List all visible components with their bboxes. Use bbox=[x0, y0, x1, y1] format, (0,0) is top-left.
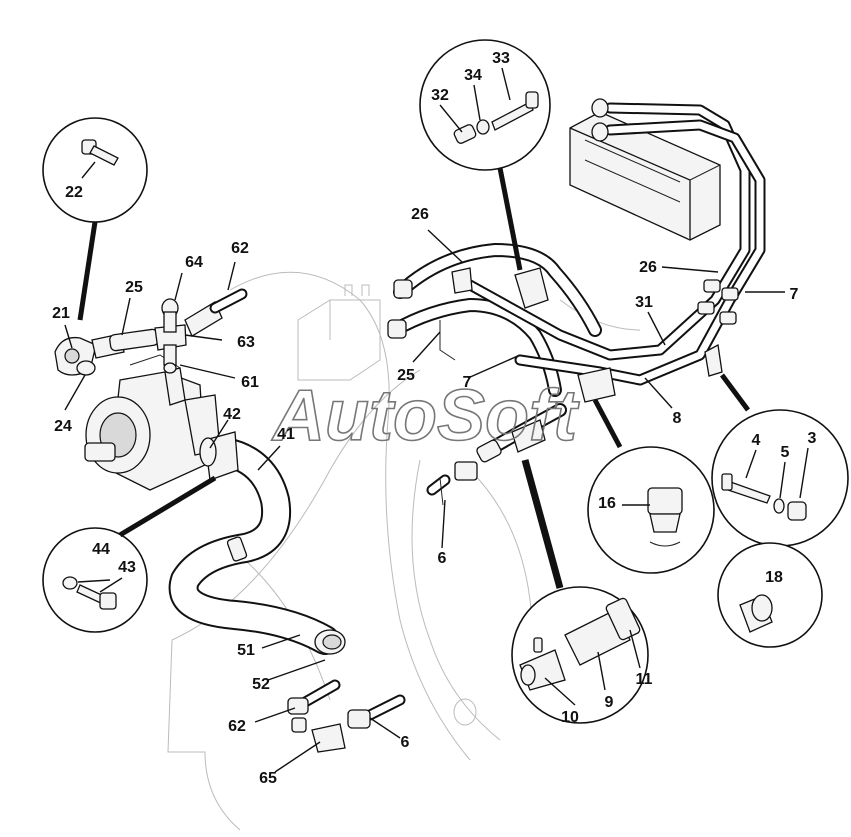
callout-10: 10 bbox=[561, 709, 579, 726]
callout-6-lower: 6 bbox=[401, 734, 410, 751]
control-valve-block bbox=[297, 284, 381, 381]
callout-7: 7 bbox=[463, 374, 472, 391]
callout-61: 61 bbox=[241, 374, 259, 391]
callout-32: 32 bbox=[431, 87, 449, 104]
callout-4: 4 bbox=[752, 432, 761, 449]
oil-cooler bbox=[569, 111, 721, 241]
callout-33: 33 bbox=[492, 50, 510, 67]
callout-63: 63 bbox=[237, 334, 255, 351]
callout-5: 5 bbox=[781, 444, 790, 461]
callout-25-center: 25 bbox=[397, 367, 415, 384]
callout-34: 34 bbox=[464, 67, 482, 84]
callout-42: 42 bbox=[223, 406, 241, 423]
callout-24: 24 bbox=[54, 418, 72, 435]
detail-bubble-18 bbox=[717, 542, 823, 648]
suction-hose bbox=[168, 431, 346, 655]
bottom-fittings bbox=[287, 679, 406, 753]
detail-bubble-16 bbox=[587, 398, 715, 574]
callout-44: 44 bbox=[92, 541, 110, 558]
callout-62-lower: 62 bbox=[228, 718, 246, 735]
callout-65: 65 bbox=[259, 770, 277, 787]
detail-bubble-32-33-34 bbox=[419, 39, 551, 271]
callout-21: 21 bbox=[52, 305, 70, 322]
callout-64: 64 bbox=[185, 254, 203, 271]
callout-8: 8 bbox=[673, 410, 682, 427]
callout-31: 31 bbox=[635, 294, 653, 311]
hose-bundle bbox=[387, 98, 766, 403]
callout-62: 62 bbox=[231, 240, 249, 257]
detail-bubble-3-4-5 bbox=[711, 373, 849, 547]
detail-bubble-43-44 bbox=[42, 475, 217, 633]
hydraulic-pump bbox=[84, 354, 221, 491]
detail-bubble-22 bbox=[42, 117, 148, 321]
callout-11: 11 bbox=[636, 671, 653, 688]
callout-26-right: 26 bbox=[639, 259, 657, 276]
leader-lines bbox=[64, 67, 809, 773]
callout-labels: 22 21 25 64 62 63 24 61 42 41 44 43 51 5… bbox=[52, 50, 816, 787]
callout-51: 51 bbox=[237, 642, 255, 659]
callout-22: 22 bbox=[65, 184, 83, 201]
callout-7-right: 7 bbox=[790, 286, 799, 303]
callout-9: 9 bbox=[605, 694, 614, 711]
callout-43: 43 bbox=[118, 559, 136, 576]
callout-52: 52 bbox=[252, 676, 270, 693]
pressure-fitting-assembly bbox=[54, 288, 248, 376]
watermark: AutoSoft bbox=[271, 376, 580, 456]
detail-bubble-9-10-11 bbox=[511, 459, 649, 724]
callout-41: 41 bbox=[277, 426, 295, 443]
callout-16: 16 bbox=[598, 495, 616, 512]
callout-6: 6 bbox=[438, 550, 447, 567]
test-point-line bbox=[426, 403, 567, 506]
callout-25: 25 bbox=[125, 279, 143, 296]
callout-3: 3 bbox=[808, 430, 817, 447]
callout-18: 18 bbox=[765, 569, 783, 586]
callout-26: 26 bbox=[411, 206, 429, 223]
